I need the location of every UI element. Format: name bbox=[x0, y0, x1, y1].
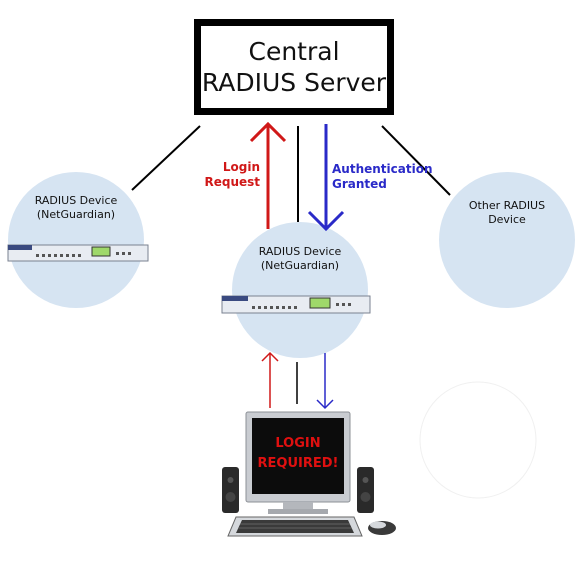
other-device-name: Other RADIUS bbox=[468, 199, 546, 212]
left-device-model: (NetGuardian) bbox=[36, 208, 116, 221]
server-title-line-1: Central bbox=[248, 37, 340, 66]
small-request-arrow bbox=[261, 351, 279, 408]
center-device-model: (NetGuardian) bbox=[260, 259, 340, 272]
left-device-bubble bbox=[8, 172, 144, 308]
left-device-name: RADIUS Device bbox=[34, 194, 118, 207]
left-lcd bbox=[91, 246, 111, 257]
screen-line-2: REQUIRED! bbox=[257, 456, 339, 471]
login-request-line-2: Request bbox=[204, 175, 260, 189]
mouse bbox=[368, 521, 396, 535]
login-request-label: Login Request bbox=[180, 160, 260, 190]
auth-granted-line-2: Granted bbox=[332, 177, 387, 191]
auth-granted-arrow bbox=[307, 124, 345, 232]
monitor-screen bbox=[252, 418, 344, 494]
other-device-bubble bbox=[439, 172, 575, 308]
small-granted-arrow bbox=[316, 353, 334, 410]
connector-right bbox=[381, 125, 451, 196]
login-request-arrow bbox=[249, 121, 287, 229]
login-request-line-1: Login bbox=[222, 160, 260, 174]
left-device-label: RADIUS Device (NetGuardian) bbox=[26, 194, 126, 222]
auth-granted-line-1: Authentication bbox=[332, 162, 433, 176]
right-speaker bbox=[357, 467, 374, 513]
keyboard bbox=[227, 516, 363, 537]
left-speaker bbox=[222, 467, 239, 513]
center-device-label: RADIUS Device (NetGuardian) bbox=[250, 245, 350, 273]
connector-left bbox=[131, 125, 201, 191]
monitor bbox=[245, 411, 351, 514]
other-device-label: Other RADIUS Device bbox=[457, 199, 557, 227]
left-netguardian-unit bbox=[7, 244, 149, 262]
center-device-bubble bbox=[232, 222, 368, 358]
faint-empty-bubble bbox=[419, 381, 537, 499]
server-title-line-2: RADIUS Server bbox=[201, 68, 387, 97]
center-lcd bbox=[309, 297, 331, 309]
central-radius-server: Central RADIUS Server bbox=[194, 19, 394, 115]
auth-granted-label: Authentication Granted bbox=[332, 162, 452, 192]
center-device-name: RADIUS Device bbox=[258, 245, 342, 258]
screen-message: LOGIN REQUIRED! bbox=[252, 434, 344, 474]
screen-line-1: LOGIN bbox=[275, 436, 321, 451]
center-netguardian-unit bbox=[221, 295, 371, 314]
other-device-type: Device bbox=[488, 213, 526, 226]
